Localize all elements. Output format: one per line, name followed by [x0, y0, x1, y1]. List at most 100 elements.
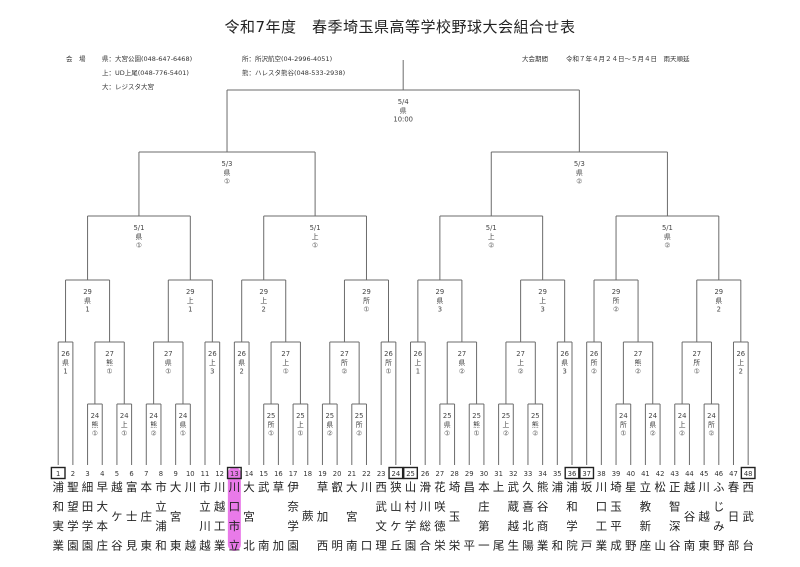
team-number: 11	[201, 470, 210, 478]
match-label: 27	[634, 350, 643, 358]
match-label: ①	[694, 368, 700, 376]
match-label: 所	[620, 420, 627, 429]
team-name: 大宮東	[168, 481, 183, 551]
match-label: ①	[121, 430, 127, 438]
team-number: 33	[524, 470, 533, 478]
period-value: 令和７年４月２４日～５月４日 雨天順延	[566, 55, 690, 63]
team-name: 本庄第一	[476, 481, 491, 551]
team-number: 20	[333, 470, 342, 478]
venue-label: 会 場	[66, 55, 86, 63]
match-label: ①	[474, 430, 480, 438]
match-label: ②	[708, 430, 714, 438]
team-name: 武南	[256, 481, 271, 551]
match-label: 県	[649, 421, 656, 429]
match-label: 24	[91, 412, 100, 420]
seed-box	[564, 466, 580, 480]
match-label: 上	[539, 296, 546, 305]
team-name: 浦和実業	[51, 481, 66, 551]
match-label: ①	[165, 368, 171, 376]
venue-tokoro: 所：所沢航空(04-2996-4051)	[242, 55, 333, 63]
team-number: 23	[377, 470, 386, 478]
match-label: 2	[739, 368, 743, 376]
match-label: 上	[297, 420, 304, 429]
team-name: 山村学園	[403, 481, 418, 551]
match-label: 上	[503, 420, 510, 429]
match-label: 県	[459, 359, 466, 367]
match-label: 25	[531, 412, 540, 420]
match-label: 県	[436, 297, 443, 305]
match-label: 上	[209, 358, 216, 367]
match-label: 27	[105, 350, 114, 358]
match-label: ①	[283, 368, 289, 376]
team-name: 滑川総合	[418, 481, 433, 551]
match-label: 上	[282, 358, 289, 367]
match-label: 27	[516, 350, 525, 358]
match-label: 10:00	[393, 116, 413, 124]
match-label: ②	[488, 242, 494, 250]
match-label: ①	[224, 178, 230, 186]
match-label: 所	[363, 296, 370, 305]
match-label: 24	[707, 412, 716, 420]
match-label: 25	[355, 412, 364, 420]
team-number: 25	[406, 470, 415, 478]
match-label: 県	[400, 107, 407, 115]
match-label: 24	[149, 412, 158, 420]
match-label: ①	[268, 430, 274, 438]
team-name: 松山	[653, 481, 668, 551]
match-label: 29	[83, 288, 92, 296]
team-number: 30	[480, 470, 489, 478]
team-number: 4	[100, 470, 104, 478]
match-label: 26	[736, 350, 745, 358]
team-name: 蕨	[300, 510, 315, 522]
match-label: ①	[180, 430, 186, 438]
match-label: 27	[340, 350, 349, 358]
match-label: 5/1	[486, 224, 497, 232]
match-label: ②	[664, 242, 670, 250]
match-label: 上	[679, 420, 686, 429]
match-label: ②	[503, 430, 509, 438]
team-number: 8	[159, 470, 163, 478]
match-label: ②	[518, 368, 524, 376]
team-number: 2	[71, 470, 75, 478]
match-label: 29	[362, 288, 371, 296]
team-number: 36	[568, 470, 577, 478]
team-name: 浦和	[550, 481, 565, 551]
team-number: 26	[421, 470, 430, 478]
team-name: 富士見	[124, 481, 139, 551]
match-label: 所	[341, 358, 348, 367]
team-number: 28	[450, 470, 459, 478]
team-name: 上尾	[491, 481, 506, 551]
team-number: 9	[173, 470, 177, 478]
match-label: 24	[678, 412, 687, 420]
match-label: 26	[237, 350, 246, 358]
match-label: ②	[532, 430, 538, 438]
team-number: 43	[670, 470, 679, 478]
highlight-marker	[227, 467, 241, 551]
match-label: 5/1	[310, 224, 321, 232]
team-name: 川口工業	[594, 481, 609, 551]
venue-kuma: 熊：ハレスタ熊谷(048-533-2938)	[242, 69, 346, 77]
match-label: 所	[268, 420, 275, 429]
match-label: 24	[648, 412, 657, 420]
match-label: 2	[240, 368, 244, 376]
team-name: 星野	[623, 481, 638, 551]
match-label: 3	[562, 368, 566, 376]
team-name: 埼玉平成	[609, 481, 624, 551]
team-name: 西武台	[741, 481, 756, 551]
match-label: 25	[443, 412, 452, 420]
team-name: 坂戸	[579, 481, 594, 551]
team-number: 48	[744, 470, 753, 478]
team-name: 草加西	[315, 481, 330, 551]
match-label: 26	[414, 350, 423, 358]
team-number: 35	[553, 470, 562, 478]
match-label: 27	[281, 350, 290, 358]
match-label: 県	[165, 359, 172, 367]
team-name: 市立川越	[198, 481, 212, 551]
match-label: ②	[613, 306, 619, 314]
team-number: 19	[318, 470, 327, 478]
match-label: 29	[436, 288, 445, 296]
match-label: ②	[591, 368, 597, 376]
match-label: 26	[208, 350, 217, 358]
team-number: 22	[362, 470, 371, 478]
